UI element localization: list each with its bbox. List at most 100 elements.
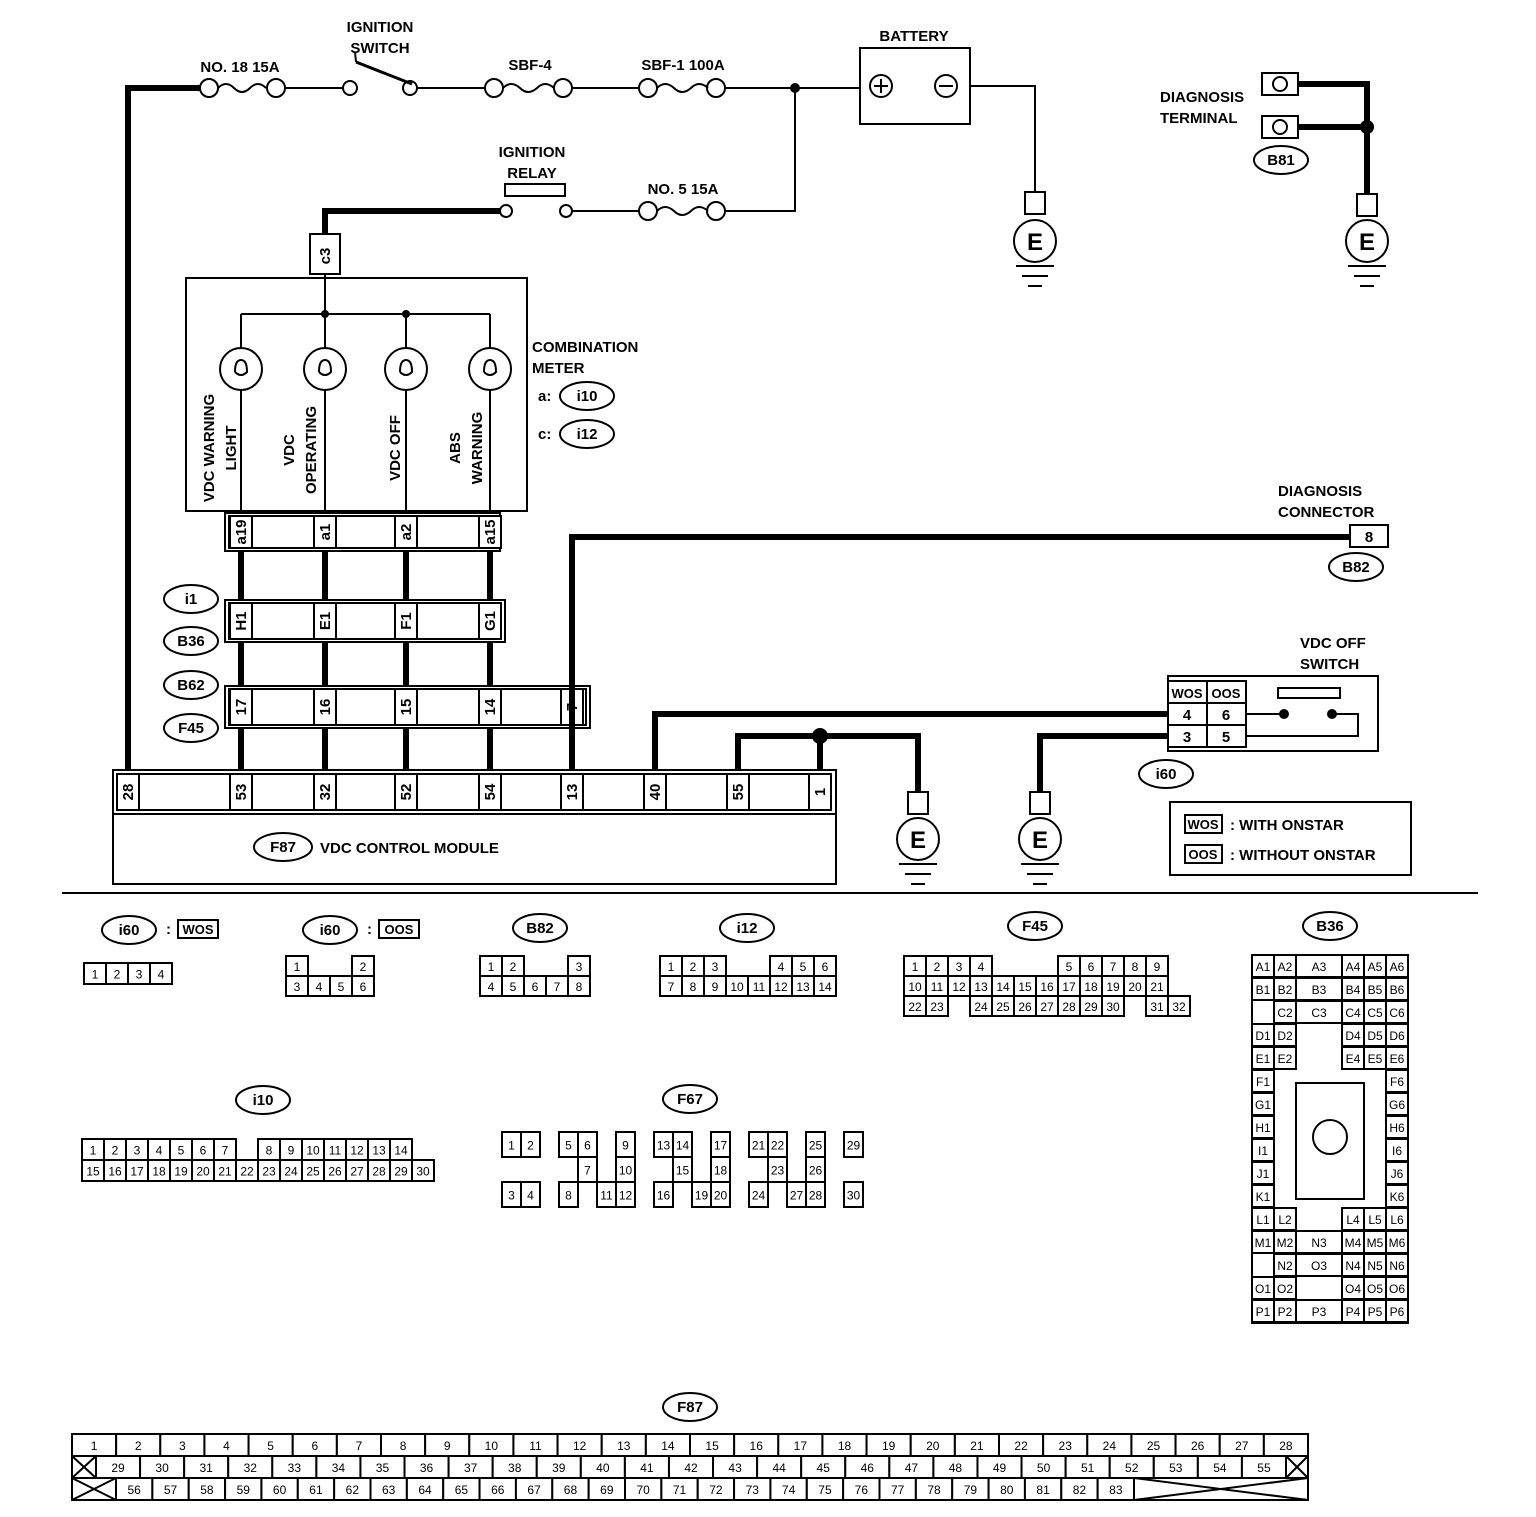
connector-pin: O6 — [1389, 1282, 1405, 1296]
connector-pin: E5 — [1368, 1052, 1383, 1066]
connector-pin: 9 — [622, 1139, 629, 1153]
connector-pin: 27 — [1235, 1439, 1249, 1453]
connector-pin: B4 — [1346, 983, 1361, 997]
meter-pin: a1 — [317, 524, 334, 541]
module-pin: 1 — [812, 788, 829, 796]
connector-pin: 9 — [712, 980, 719, 994]
connector-pin: 53 — [1169, 1461, 1183, 1475]
connector-pin: 74 — [782, 1483, 796, 1497]
connector-pin: 12 — [350, 1144, 364, 1158]
connector-pin: 8 — [1132, 960, 1139, 974]
connector-pin: 56 — [127, 1483, 141, 1497]
module-pin: 55 — [730, 784, 747, 801]
ignition-relay-label-2: RELAY — [507, 165, 556, 182]
connector-cell — [653, 1181, 674, 1208]
lamp-bulb — [219, 347, 263, 391]
connector-pin: C3 — [1311, 1006, 1327, 1020]
connector-pin: 43 — [728, 1461, 742, 1475]
connector-pin: I1 — [1258, 1144, 1268, 1158]
svg-text:ABS: ABS — [447, 432, 464, 464]
vdc-off-switch: VDC OFF SWITCH WOS OOS 4 6 3 5 i60 — [652, 635, 1379, 792]
connector-pin: O4 — [1345, 1282, 1361, 1296]
connector-pin: O5 — [1367, 1282, 1383, 1296]
connector-pin: 59 — [237, 1483, 251, 1497]
connector-pin: 40 — [596, 1461, 610, 1475]
ignition-switch-label: IGNITION — [347, 19, 414, 36]
connector-pin: 21 — [970, 1439, 984, 1453]
connector-cell — [813, 975, 837, 997]
connector-pin: 5 — [1066, 960, 1073, 974]
connector-pin: D1 — [1255, 1029, 1271, 1043]
connector-pin: 16 — [750, 1439, 764, 1453]
connector-pin: 71 — [673, 1483, 687, 1497]
connector-pin: D4 — [1345, 1029, 1361, 1043]
connector-pin: 38 — [508, 1461, 522, 1475]
connector-pin: 22 — [240, 1165, 254, 1179]
svg-text:VDC OFF: VDC OFF — [387, 415, 404, 481]
connector-pin: 16 — [657, 1189, 671, 1203]
connector-pin: 8 — [266, 1144, 273, 1158]
b36-badge: B36 — [177, 633, 205, 650]
connector-pin: 20 — [196, 1165, 210, 1179]
i1-badge: i1 — [185, 591, 198, 608]
b36-pin: H1 — [233, 611, 250, 630]
connector-pin: H1 — [1255, 1121, 1271, 1135]
connector-pin: 64 — [418, 1483, 432, 1497]
connector-pin: 3 — [134, 1144, 141, 1158]
connector-pin: 22 — [908, 1000, 922, 1014]
diagnosis-terminal-label: DIAGNOSIS — [1160, 89, 1244, 106]
connector-pin: 6 — [200, 1144, 207, 1158]
connector-pin: 67 — [527, 1483, 541, 1497]
lamp-bulb — [384, 347, 428, 391]
connector-pin: 4 — [488, 980, 495, 994]
diag-pin-8: 8 — [1365, 529, 1373, 546]
connector-pin: N5 — [1367, 1259, 1383, 1273]
connector-pin: 24 — [752, 1189, 766, 1203]
connector-pin: 20 — [714, 1189, 728, 1203]
connector-pin: I6 — [1392, 1144, 1402, 1158]
connector-pin: 1 — [668, 960, 675, 974]
c3-pin: c3 — [317, 248, 334, 265]
connector-pin: 31 — [1150, 1000, 1164, 1014]
connector-pin: A3 — [1312, 960, 1327, 974]
connector-pin: 3 — [712, 960, 719, 974]
connector-pin: L5 — [1368, 1213, 1382, 1227]
connector-pin: 4 — [527, 1189, 534, 1203]
connector-pin: 14 — [818, 980, 832, 994]
connector-pin: 42 — [684, 1461, 698, 1475]
connector-pin: 7 — [668, 980, 675, 994]
connector-pin: 17 — [1062, 980, 1076, 994]
connector-pin: M1 — [1255, 1236, 1272, 1250]
connector-cell — [558, 1181, 579, 1208]
connector-pin: A5 — [1368, 960, 1383, 974]
connector-pin: 39 — [552, 1461, 566, 1475]
svg-text:VDC WARNING: VDC WARNING — [201, 394, 218, 502]
diagnosis-terminal-label-2: TERMINAL — [1160, 110, 1238, 127]
connector-pin: 83 — [1109, 1483, 1123, 1497]
connector-pin: 49 — [993, 1461, 1007, 1475]
connector-pin: C4 — [1345, 1006, 1361, 1020]
f87-badge: F87 — [270, 839, 296, 856]
connector-pin: 24 — [1103, 1439, 1117, 1453]
connector-pin: N3 — [1311, 1236, 1327, 1250]
combination-meter-label-2: METER — [532, 360, 585, 377]
connector-pin: 63 — [382, 1483, 396, 1497]
connector-pin: 48 — [949, 1461, 963, 1475]
lamp-bulb — [303, 347, 347, 391]
connector-pin: 65 — [455, 1483, 469, 1497]
connector-pin: 10 — [908, 980, 922, 994]
connector-pin: 18 — [152, 1165, 166, 1179]
connector-pin: E1 — [1256, 1052, 1271, 1066]
connector-pin: 7 — [584, 1164, 591, 1178]
connector-pin: 10 — [485, 1439, 499, 1453]
svg-text:OOS: OOS — [1212, 686, 1241, 701]
connector-pin: 9 — [288, 1144, 295, 1158]
connector-pin: 13 — [617, 1439, 631, 1453]
connector-pin: 2 — [690, 960, 697, 974]
module-pin: 40 — [647, 784, 664, 801]
connector-pin: 25 — [996, 1000, 1010, 1014]
f45-badge: F45 — [178, 720, 204, 737]
lamp-bulb — [468, 347, 512, 391]
svg-text:E: E — [910, 827, 926, 854]
